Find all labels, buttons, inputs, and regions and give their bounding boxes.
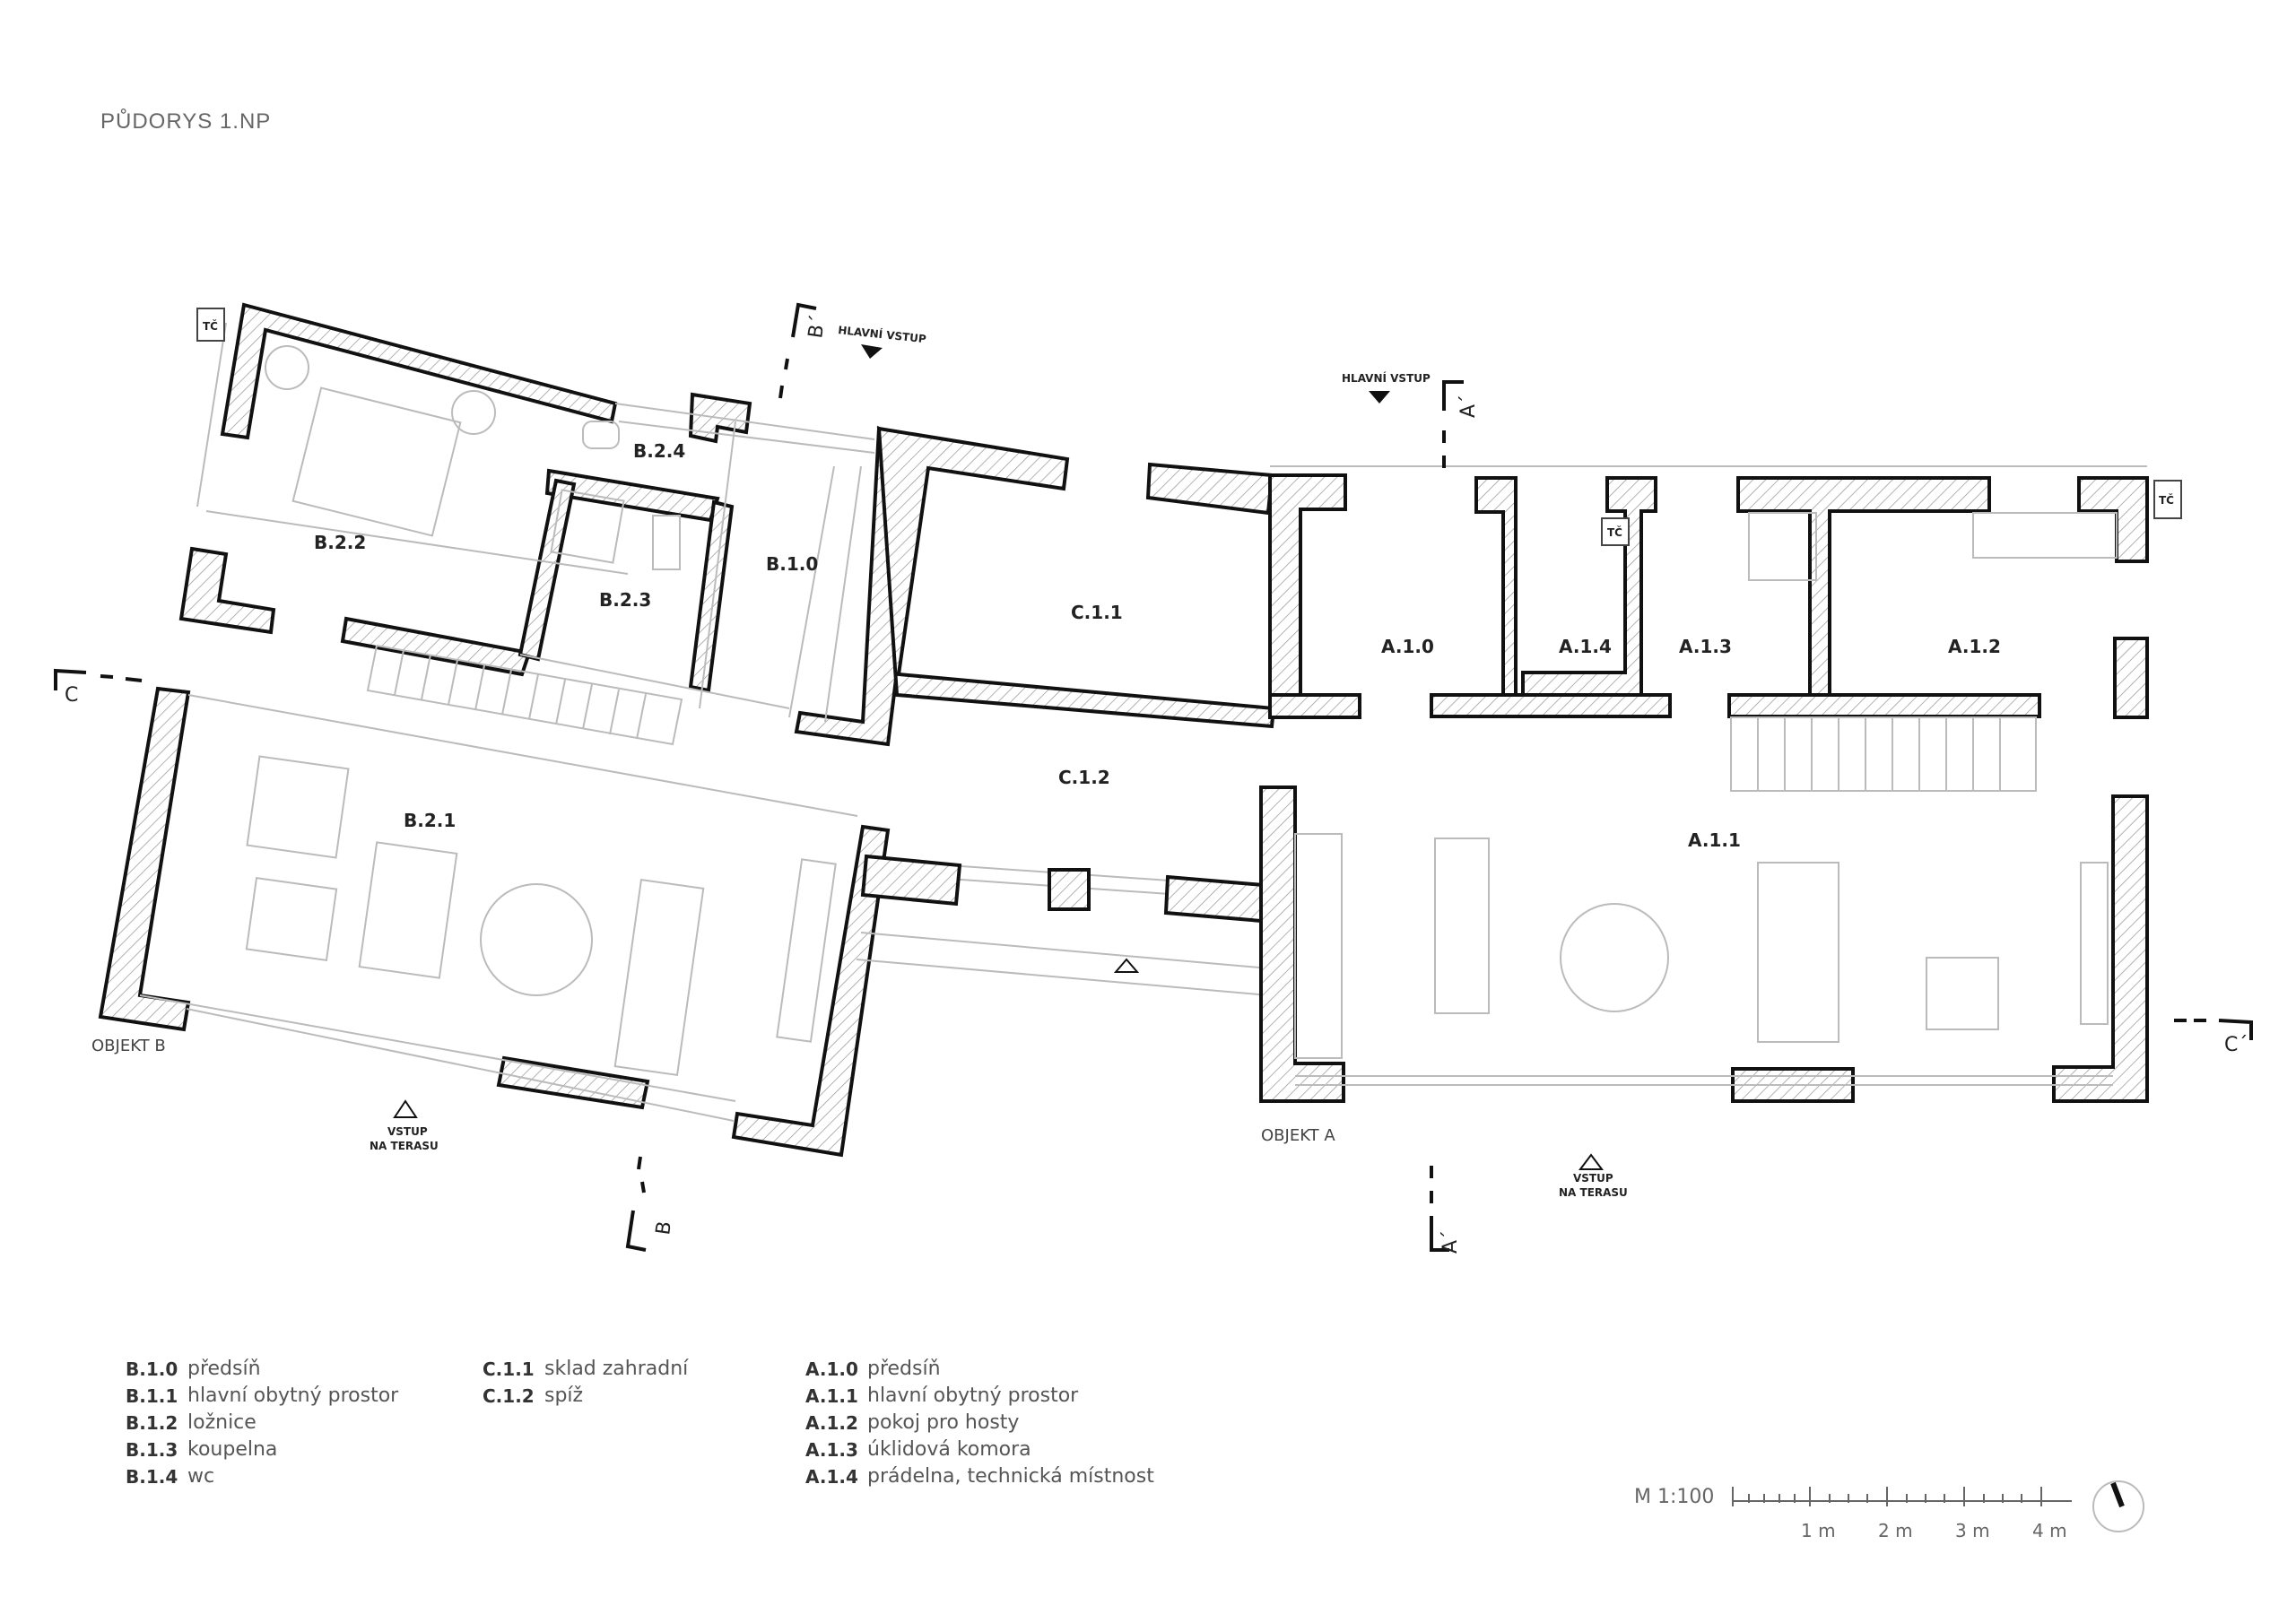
wall <box>876 426 1276 729</box>
legend-row: B.1.4 wc <box>126 1465 215 1488</box>
level-marker-icon <box>1113 958 1140 973</box>
legend-row: A.1.1 hlavní obytný prostor <box>805 1384 1079 1407</box>
legend-row: A.1.4 prádelna, technická místnost <box>805 1465 1154 1488</box>
legend-row: C.1.2 spíž <box>483 1384 584 1407</box>
svg-text:TČ: TČ <box>1607 525 1622 539</box>
scale-tick-label: 2 m <box>1878 1520 1913 1541</box>
main-entry-label: HLAVNÍ VSTUP <box>838 323 927 345</box>
legend-column-c: C.1.1 sklad zahradní C.1.2 spíž <box>483 1356 688 1410</box>
terrace-arrow-icon <box>393 1099 418 1118</box>
legend-row: B.1.0 předsíň <box>126 1358 261 1380</box>
wall <box>220 302 618 440</box>
room-label: B.2.3 <box>599 589 651 611</box>
wall <box>340 616 532 677</box>
legend-row: A.1.3 úklidová komora <box>805 1438 1031 1461</box>
section-markers <box>54 302 2253 1252</box>
wall <box>1727 693 2041 718</box>
room-labels: B.2.2 B.2.4 B.2.3 B.1.0 C.1.1 B.2.1 C.1.… <box>314 440 2001 851</box>
scale-label: M 1:100 <box>1634 1486 1715 1508</box>
object-labels: OBJEKT B OBJEKT A <box>91 1037 1335 1145</box>
room-label: B.2.4 <box>633 440 685 462</box>
wall <box>688 499 735 693</box>
scale-bar <box>1732 1487 2072 1506</box>
section-label-a-bottom: A´ <box>1439 1230 1462 1254</box>
entry-arrow-icon <box>1369 391 1390 404</box>
scale-tick-label: 4 m <box>2032 1520 2067 1541</box>
main-entry-label: HLAVNÍ VSTUP <box>1342 371 1431 385</box>
wall <box>1430 693 1672 718</box>
room-label: A.1.3 <box>1679 636 1732 657</box>
scale-tick-label: 1 m <box>1801 1520 1836 1541</box>
room-label: A.1.1 <box>1688 829 1741 851</box>
wall <box>1268 693 1361 719</box>
heat-pump-b: TČ <box>196 308 225 342</box>
wall <box>1259 785 1345 1103</box>
svg-text:TČ: TČ <box>2159 493 2174 507</box>
entry-arrow-icon <box>861 344 883 359</box>
wall <box>1474 476 1518 697</box>
wall <box>98 686 191 1032</box>
wall <box>178 546 276 635</box>
wall <box>496 1055 650 1110</box>
section-label-c-left: C <box>65 684 78 707</box>
north-arrow-icon <box>2092 1480 2144 1532</box>
section-label-c-right: C´ <box>2224 1034 2248 1056</box>
terrace-label: NA TERASU <box>1559 1186 1628 1199</box>
heat-pump-a1: TČ <box>1601 517 1630 546</box>
wall <box>1521 476 1657 697</box>
heat-pump-a2: TČ <box>2153 480 2182 519</box>
interior-lines <box>139 322 1274 1122</box>
room-label: A.1.2 <box>1948 636 2001 657</box>
terrace-label: VSTUP <box>387 1125 428 1138</box>
wall <box>1736 476 1991 697</box>
svg-text:TČ: TČ <box>203 319 218 333</box>
room-label: C.1.2 <box>1058 767 1110 788</box>
main-entry-a: HLAVNÍ VSTUP <box>1342 371 1431 404</box>
wall <box>1145 462 1274 516</box>
wall <box>517 478 577 662</box>
legend-row: A.1.0 předsíň <box>805 1358 941 1380</box>
section-label-b-bottom: B <box>652 1219 676 1236</box>
legend-row: B.1.2 ložnice <box>126 1411 257 1434</box>
object-c-walls <box>860 854 1276 924</box>
page-title: PŮDORYS 1.NP <box>100 109 272 134</box>
legend-row: A.1.2 pokoj pro hosty <box>805 1411 1020 1434</box>
terrace-label: VSTUP <box>1573 1172 1613 1185</box>
section-label-a-top: A´ <box>1457 395 1480 418</box>
wall <box>2077 476 2149 563</box>
legend-column-a: A.1.0 předsíň A.1.1 hlavní obytný prosto… <box>805 1356 1154 1490</box>
wall <box>2052 794 2149 1103</box>
object-b <box>98 302 1276 1158</box>
room-label: A.1.4 <box>1559 636 1612 657</box>
wall <box>731 824 891 1158</box>
scale-tick-label: 3 m <box>1955 1520 1990 1541</box>
section-labels: B´ B A´ A´ C C´ <box>65 314 2248 1254</box>
object-b-label: OBJEKT B <box>91 1037 166 1055</box>
terrace-entry-b: VSTUP NA TERASU <box>370 1099 439 1152</box>
terrace-arrow-icon <box>1578 1153 1604 1170</box>
object-a <box>1259 473 2149 1103</box>
room-label: B.2.1 <box>404 810 456 831</box>
main-entry-b: HLAVNÍ VSTUP <box>838 323 927 359</box>
legend-row: B.1.3 koupelna <box>126 1438 278 1461</box>
room-label: B.1.0 <box>766 553 818 575</box>
legend-column-b: B.1.0 předsíň B.1.1 hlavní obytný prosto… <box>126 1356 398 1490</box>
room-label: A.1.0 <box>1381 636 1434 657</box>
legend-row: C.1.1 sklad zahradní <box>483 1358 689 1380</box>
object-a-label: OBJEKT A <box>1261 1126 1335 1145</box>
wall <box>1163 874 1276 924</box>
terrace-label: NA TERASU <box>370 1140 439 1152</box>
room-label: C.1.1 <box>1071 602 1123 623</box>
legend-row: B.1.1 hlavní obytný prostor <box>126 1384 399 1407</box>
room-label: B.2.2 <box>314 532 366 553</box>
wall <box>860 854 962 907</box>
interior-lines-a <box>1270 465 2147 1086</box>
section-label-b-top: B´ <box>804 314 830 340</box>
wall <box>2113 637 2149 719</box>
wall <box>1268 473 1347 697</box>
terrace-entry-a: VSTUP NA TERASU <box>1559 1153 1628 1199</box>
wall <box>1048 868 1091 911</box>
